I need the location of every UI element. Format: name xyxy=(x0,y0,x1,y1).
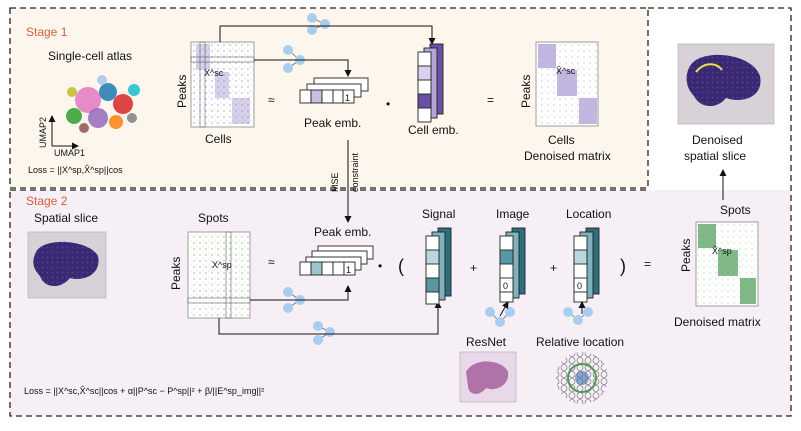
stage2-close-paren: ) xyxy=(620,256,626,276)
arrow-resnet-to-image xyxy=(499,301,509,317)
stage1-matrix-cols-label: Cells xyxy=(205,132,232,146)
location-label: Location xyxy=(566,207,611,221)
stage1-equals: = xyxy=(487,93,494,107)
plus-2: + xyxy=(550,261,557,275)
location-emb xyxy=(573,227,600,303)
stage2-equals: = xyxy=(644,257,651,271)
stage2-matrix-cols-label: Spots xyxy=(198,211,229,225)
stage2-out-cols-label: Spots xyxy=(720,203,751,217)
stage2-loss: Loss = ||X^sc,X̂^sc||cos + α||P^sc − P^s… xyxy=(24,386,264,396)
stage1-dot: • xyxy=(386,97,390,111)
denoised-slice-line2: spatial slice xyxy=(684,149,746,163)
outer-dashed-border xyxy=(9,7,792,417)
stage2-matrix-rows-label: Peaks xyxy=(169,257,183,290)
slice-label: Spatial slice xyxy=(34,211,98,225)
network-icon-location xyxy=(563,307,593,325)
stage1-matrix-rows-label: Peaks xyxy=(175,75,189,108)
location-cell-zero: 0 xyxy=(577,281,582,291)
stage2-peak-emb-label: Peak emb. xyxy=(314,225,371,239)
stage1-out-rows-label: Peaks xyxy=(519,75,533,108)
umap-plot xyxy=(66,75,140,133)
stage1-peak-emb xyxy=(299,77,369,104)
stage2-approx: ≈ xyxy=(268,255,275,269)
mse-line1: MSE xyxy=(330,172,340,192)
arrow-to-stage2-peak-emb xyxy=(250,285,352,301)
network-icon-resnet xyxy=(485,307,515,327)
stage1-out-cols-label: Cells xyxy=(548,133,575,147)
stage2-title: Stage 2 xyxy=(26,194,68,208)
image-emb xyxy=(499,227,526,303)
mse-line2: constraint xyxy=(350,152,360,192)
denoised-slice-line1: Denoised xyxy=(692,133,743,147)
stage1-matrix-symbol: X^sc xyxy=(204,68,224,78)
plus-1: + xyxy=(470,261,477,275)
stage2-out-title: Denoised matrix xyxy=(674,315,761,329)
stage2-peak-cell-one: 1 xyxy=(346,265,351,275)
stage2-open-paren: ( xyxy=(398,256,404,276)
signal-label: Signal xyxy=(422,207,455,221)
stage1-peak-cell-one: 1 xyxy=(345,93,350,103)
stage1-cell-emb xyxy=(417,43,444,123)
stage1-loss: Loss = ||X^sp,X̂^sp||cos xyxy=(28,165,123,175)
stage1-peak-emb-label: Peak emb. xyxy=(304,116,361,130)
stage2-out-rows-label: Peaks xyxy=(679,239,693,272)
network-icon-stage2-peak xyxy=(283,287,305,313)
umap-y-label: UMAP2 xyxy=(38,117,48,148)
stage1-cell-emb-label: Cell emb. xyxy=(408,123,459,137)
signal-emb xyxy=(425,227,452,305)
resnet-label: ResNet xyxy=(466,335,507,349)
stage2-panel xyxy=(10,190,791,416)
stage1-out-symbol: X̂^sc xyxy=(556,66,576,76)
denoised-tissue xyxy=(686,54,761,107)
umap-x-label: UMAP1 xyxy=(54,148,85,158)
stage1-out-title: Denoised matrix xyxy=(524,149,611,163)
stage2-peak-emb xyxy=(299,245,374,276)
stage2-dot: • xyxy=(378,259,382,273)
network-icon-stage1 xyxy=(283,45,305,73)
stage2-out-symbol: X̂^sp xyxy=(712,246,732,256)
relative-location-label: Relative location xyxy=(536,335,624,349)
spatial-tissue xyxy=(33,241,99,287)
atlas-label: Single-cell atlas xyxy=(48,49,132,63)
stage2-matrix-symbol: X^sp xyxy=(212,260,232,270)
arrow-to-cell-emb xyxy=(219,25,436,45)
stage1-title: Stage 1 xyxy=(26,25,68,39)
image-label: Image xyxy=(496,207,530,221)
arrow-to-peak-emb xyxy=(254,59,352,77)
image-cell-zero: 0 xyxy=(503,281,508,291)
stage1-approx: ≈ xyxy=(268,93,275,107)
arrow-to-signal xyxy=(218,301,442,335)
